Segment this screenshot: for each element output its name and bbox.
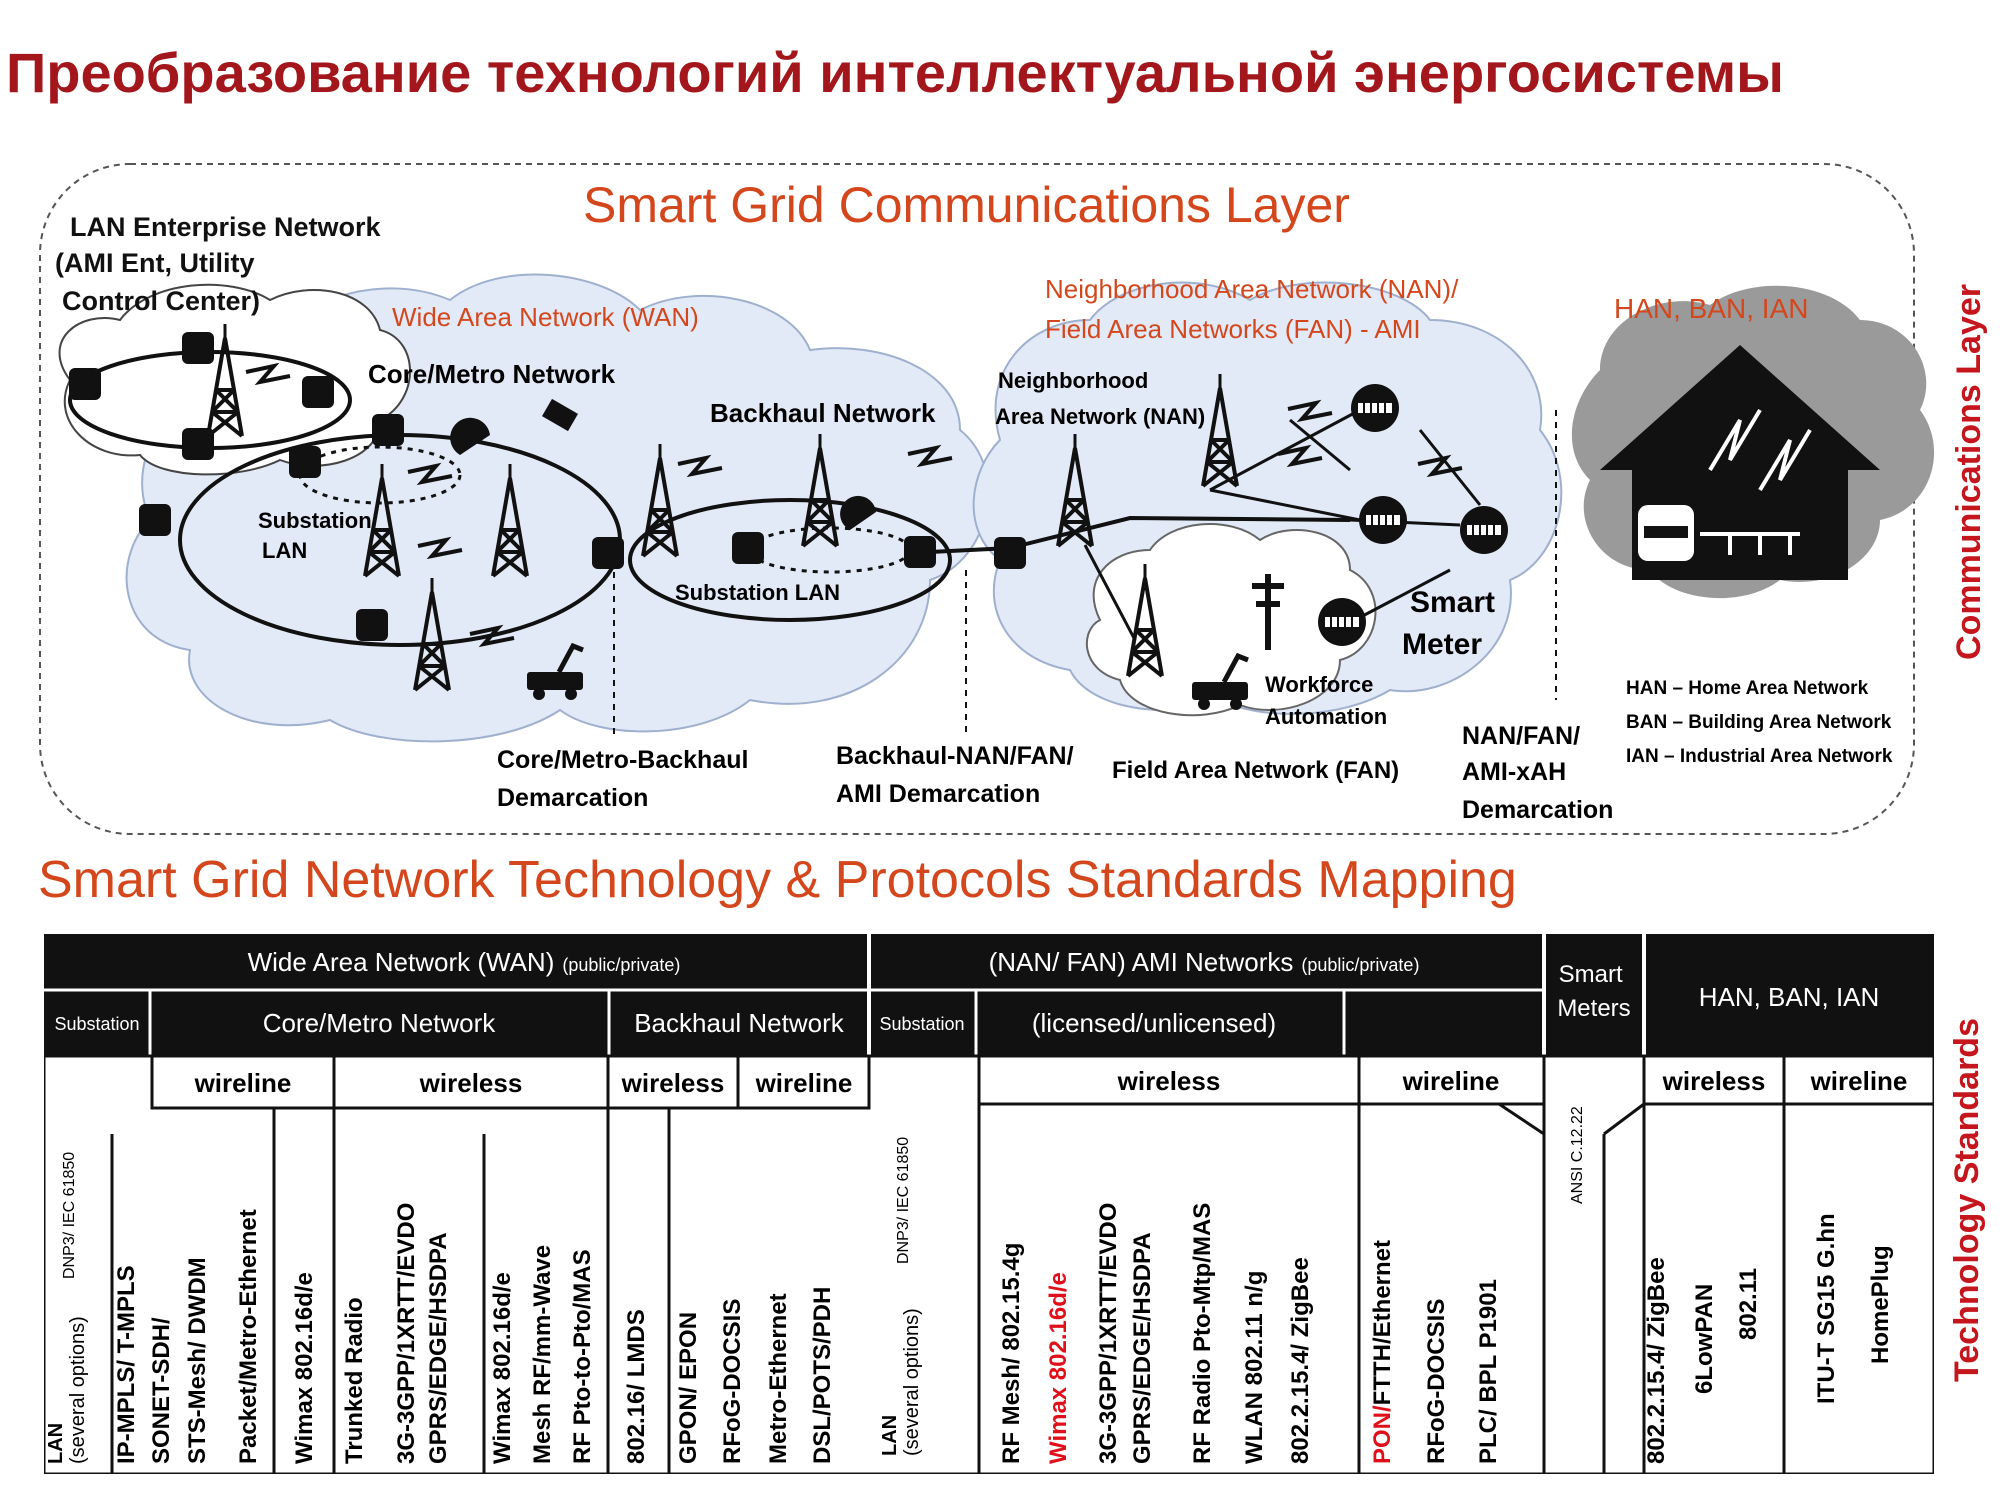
col-ip-mpls: IP-MPLS/ T-MPLS — [113, 1265, 140, 1464]
wan-header: Wide Area Network (WAN)(public/private) — [248, 947, 681, 977]
sub-substation-1: Substation — [54, 1014, 139, 1034]
sub-core-metro: Core/Metro Network — [263, 1008, 497, 1038]
col-wlan: WLAN 802.11 n/g — [1241, 1271, 1268, 1464]
communications-side-label: Communications Layer — [1950, 284, 1988, 660]
col-pon: PON/FTTH/Ethernet — [1369, 1240, 1396, 1464]
col-rf-radio: RF Radio Pto-Mtp/MAS — [1189, 1203, 1216, 1464]
backhaul-ring — [628, 498, 952, 622]
col-sonet: SONET-SDH/ STS-Mesh/ DWDM — [148, 1257, 211, 1464]
col-homeplug: HomePlug — [1867, 1245, 1894, 1364]
nan-label: Neighborhood Area Network (NAN) — [995, 368, 1205, 429]
col-mesh-rf: Mesh RF/mm-Wave — [529, 1245, 556, 1464]
col-3g-1: 3G-3GPP/1XRTT/EVDO GPRS/EDGE/HSDPA — [393, 1196, 452, 1464]
col-rfog-1: RFoG-DOCSIS — [719, 1299, 746, 1464]
col-ansi: ANSI C.12.22 — [1569, 1106, 1586, 1204]
label-wireless-3: wireless — [1117, 1066, 1221, 1096]
col-lan-1: LAN (several options) — [45, 1316, 89, 1464]
technology-side-label: Technology Standards — [1948, 1018, 1986, 1382]
col-lmds: 802.16/ LMDS — [623, 1309, 650, 1464]
sub-licensed: (licensed/unlicensed) — [1032, 1008, 1276, 1038]
col-dnp3-1: DNP3/ IEC 61850 — [61, 1152, 78, 1279]
sub-backhaul: Backhaul Network — [634, 1008, 845, 1038]
col-rf-mesh: RF Mesh/ 802.15.4g — [998, 1243, 1025, 1464]
table-title: Smart Grid Network Technology & Protocol… — [38, 851, 1517, 909]
col-packet-metro: Packet/Metro-Ethernet — [235, 1209, 262, 1464]
technology-standards-label: Technology Standards — [1948, 1018, 1986, 1382]
col-wimax-1: Wimax 802.16d/e — [291, 1272, 318, 1464]
han-ban-ian-title: HAN, BAN, IAN — [1614, 293, 1808, 324]
col-trunked-radio: Trunked Radio — [341, 1297, 368, 1464]
han-legend: HAN – Home Area Network BAN – Building A… — [1626, 678, 1897, 767]
col-gpon: GPON/ EPON — [675, 1312, 702, 1464]
label-wireless-4: wireless — [1662, 1066, 1766, 1096]
smart-meter-label: Smart Meter — [1402, 586, 1503, 661]
communications-layer-title: Smart Grid Communications Layer — [583, 177, 1350, 233]
workforce-label: Workforce Automation — [1265, 672, 1387, 729]
substation-lan-label-2: Substation LAN — [675, 580, 840, 605]
label-wireline-3: wireline — [1402, 1066, 1500, 1096]
label-wireline-4: wireline — [1810, 1066, 1908, 1096]
nan-fan-title: Neighborhood Area Network (NAN)/ Field A… — [1045, 274, 1466, 344]
label-wireless-2: wireless — [621, 1068, 725, 1098]
col-lan-2: LAN (several options) — [879, 1308, 923, 1456]
demarcation-nan-xah: NAN/FAN/ AMI-xAH Demarcation — [1462, 722, 1613, 824]
core-metro-label: Core/Metro Network — [368, 359, 616, 389]
col-metro-ethernet: Metro-Ethernet — [765, 1293, 792, 1464]
col-6lowpan: 6LowPAN — [1691, 1284, 1718, 1394]
label-wireline-2: wireline — [755, 1068, 853, 1098]
substation-lan-label-1: Substation LAN — [258, 508, 378, 563]
col-rf-pto: RF Pto-to-Pto/MAS — [569, 1249, 596, 1464]
backhaul-label: Backhaul Network — [710, 398, 936, 428]
wan-label: Wide Area Network (WAN) — [392, 302, 699, 332]
col-80211: 802.11 — [1735, 1268, 1762, 1340]
col-3g-2: 3G-3GPP/1XRTT/EVDO GPRS/EDGE/HSDPA — [1095, 1196, 1156, 1464]
nan-header: (NAN/ FAN) AMI Networks(public/private) — [989, 947, 1420, 977]
page-title: Преобразование технологий интеллектуальн… — [6, 41, 1784, 104]
label-wireless-1: wireless — [419, 1068, 523, 1098]
smart-meters-header: Smart Meters — [1557, 961, 1630, 1022]
standards-table: Wide Area Network (WAN)(public/private) … — [44, 934, 1934, 1474]
col-zigbee-1: 802.2.15.4/ ZigBee — [1287, 1257, 1314, 1464]
col-dnp3-2: DNP3/ IEC 61850 — [895, 1137, 912, 1264]
demarcation-backhaul-nan: Backhaul-NAN/FAN/ AMI Demarcation — [836, 742, 1081, 808]
demarcation-core-backhaul: Core/Metro-Backhaul Demarcation — [497, 746, 755, 812]
col-rfog-2: RFoG-DOCSIS — [1423, 1299, 1450, 1464]
han-header: HAN, BAN, IAN — [1699, 982, 1880, 1012]
lan-enterprise-label: LAN Enterprise Network (AMI Ent, Utility… — [55, 212, 388, 316]
col-itu: ITU-T SG15 G.hn — [1813, 1213, 1840, 1404]
fan-label: Field Area Network (FAN) — [1112, 757, 1399, 784]
col-dsl: DSL/POTS/PDH — [809, 1287, 836, 1464]
col-plc: PLC/ BPL P1901 — [1475, 1279, 1502, 1464]
col-wimax-3: Wimax 802.16d/e — [1045, 1272, 1072, 1464]
label-wireline-1: wireline — [194, 1068, 292, 1098]
sub-substation-2: Substation — [879, 1014, 964, 1034]
col-zigbee-2: 802.2.15.4/ ZigBee — [1643, 1257, 1670, 1464]
col-wimax-2: Wimax 802.16d/e — [489, 1272, 516, 1464]
